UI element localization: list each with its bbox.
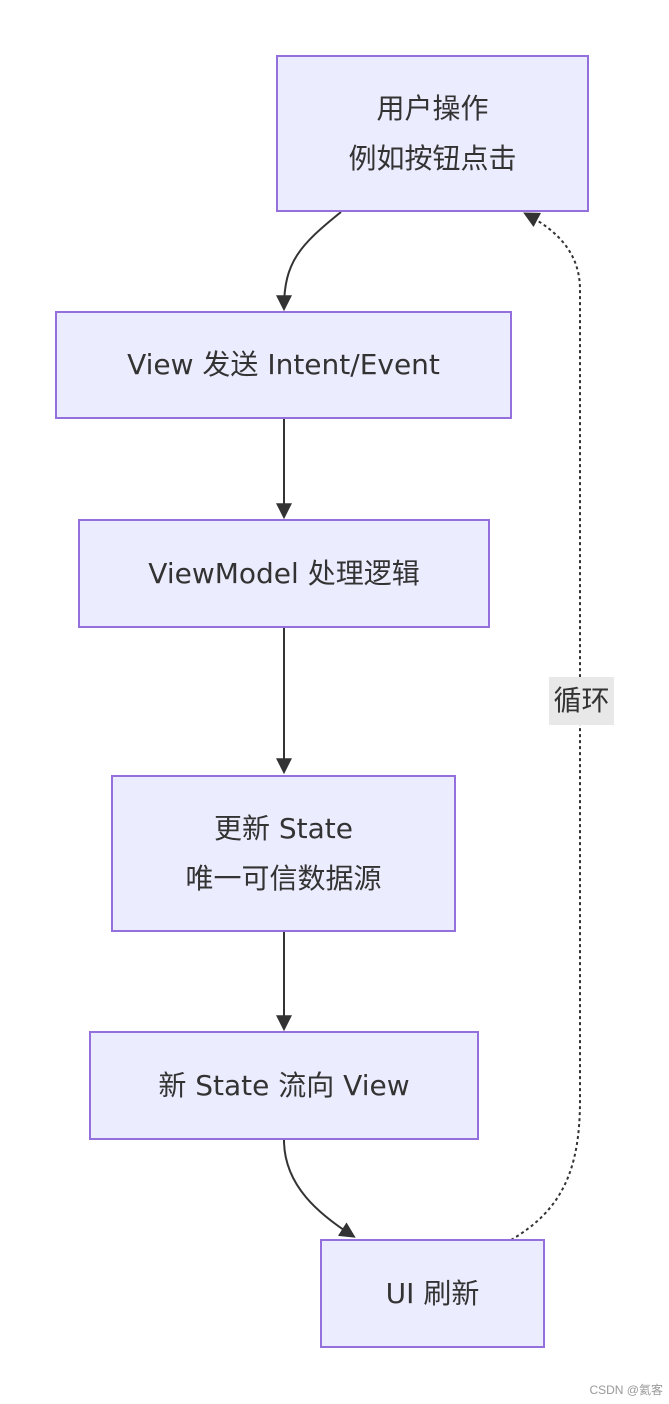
node-viewmodel-label: ViewModel 处理逻辑 [148, 556, 420, 590]
node-state-flow: 新 State 流向 View [89, 1031, 479, 1140]
node-state-flow-label: 新 State 流向 View [158, 1068, 410, 1102]
edge-state-flow-to-ui-refresh [283, 1139, 356, 1238]
edge-loop-ui-refresh-to-user-action [510, 212, 581, 1241]
node-ui-refresh: UI 刷新 [320, 1239, 545, 1348]
node-update-state-line-1: 更新 State [213, 811, 354, 845]
node-user-action-line-2: 例如按钮点击 [348, 141, 517, 175]
watermark: CSDN @氦客 [589, 1383, 663, 1397]
node-viewmodel: ViewModel 处理逻辑 [78, 519, 490, 628]
node-ui-refresh-label: UI 刷新 [385, 1276, 480, 1310]
edge-user-action-to-view-send [276, 211, 342, 312]
node-update-state: 更新 State 唯一可信数据源 [111, 775, 456, 932]
loop-edge-label: 循环 [549, 677, 614, 725]
node-update-state-line-2: 唯一可信数据源 [185, 861, 382, 895]
node-user-action: 用户操作 例如按钮点击 [276, 55, 589, 212]
node-view-send-label: View 发送 Intent/Event [127, 348, 440, 381]
node-view-send: View 发送 Intent/Event [55, 311, 512, 419]
node-user-action-line-1: 用户操作 [376, 91, 489, 125]
